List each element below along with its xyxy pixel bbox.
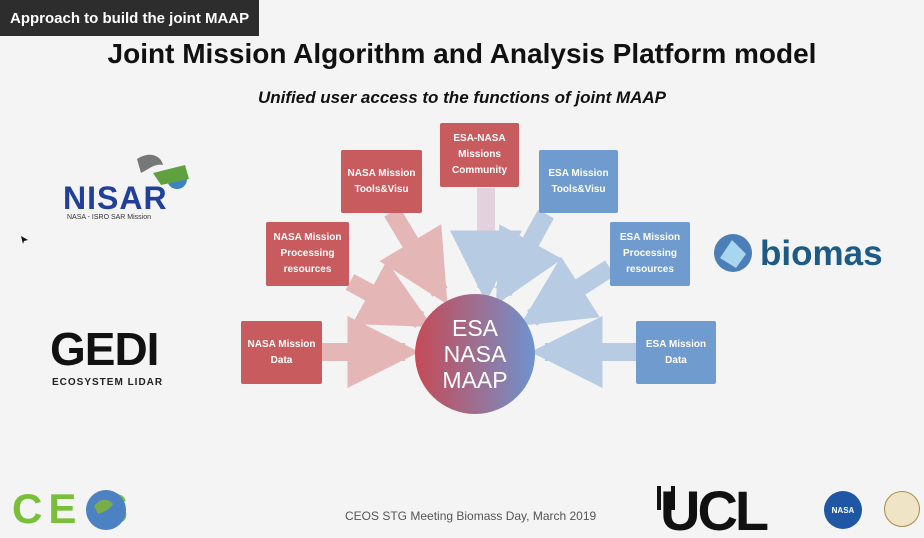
hub-line-3: MAAP bbox=[442, 367, 508, 393]
mouse-cursor-icon bbox=[21, 236, 28, 244]
biomass-globe-icon bbox=[714, 234, 752, 272]
nasa-logo: NASA bbox=[824, 491, 862, 529]
node-nasa-tools: NASA Mission Tools&Visu bbox=[341, 150, 422, 213]
arrow-nasa-processing bbox=[345, 260, 433, 328]
section-label: Approach to build the joint MAAP bbox=[0, 0, 260, 36]
ceos-earth-icon bbox=[86, 490, 126, 530]
maap-hub: ESA NASA MAAP bbox=[415, 294, 535, 414]
university-seal-icon bbox=[884, 491, 920, 527]
hub-line-1: ESA bbox=[451, 315, 499, 341]
node-nasa-processing: NASA Mission Processing resources bbox=[266, 222, 349, 286]
hub-line-2: NASA bbox=[443, 341, 507, 367]
nisar-wordmark: NISAR bbox=[63, 180, 168, 216]
gedi-wordmark: GEDI bbox=[50, 323, 159, 375]
arrow-esa-tools bbox=[495, 209, 563, 305]
arrow-esa-processing bbox=[519, 256, 615, 326]
node-esa-data: ESA Mission Data bbox=[636, 321, 716, 384]
node-esa-tools: ESA Mission Tools&Visu bbox=[539, 150, 618, 213]
node-esa-processing: ESA Mission Processing resources bbox=[610, 222, 690, 286]
page-subtitle: Unified user access to the functions of … bbox=[257, 88, 667, 107]
node-community: ESA-NASA Missions Community bbox=[440, 123, 519, 187]
ucl-dome-icon bbox=[657, 486, 675, 510]
ucl-wordmark: UCL bbox=[660, 479, 769, 538]
arrow-nasa-tools bbox=[379, 207, 448, 305]
nisar-satellite-icon bbox=[137, 154, 189, 189]
footer-caption: CEOS STG Meeting Biomass Day, March 2019 bbox=[345, 509, 597, 523]
gedi-subtitle: ECOSYSTEM LIDAR bbox=[52, 377, 164, 388]
biomass-wordmark: biomas bbox=[760, 234, 883, 273]
nisar-subtitle: NASA - ISRO SAR Mission bbox=[67, 214, 152, 221]
page-title: Joint Mission Algorithm and Analysis Pla… bbox=[107, 38, 817, 69]
node-nasa-data: NASA Mission Data bbox=[241, 321, 322, 384]
